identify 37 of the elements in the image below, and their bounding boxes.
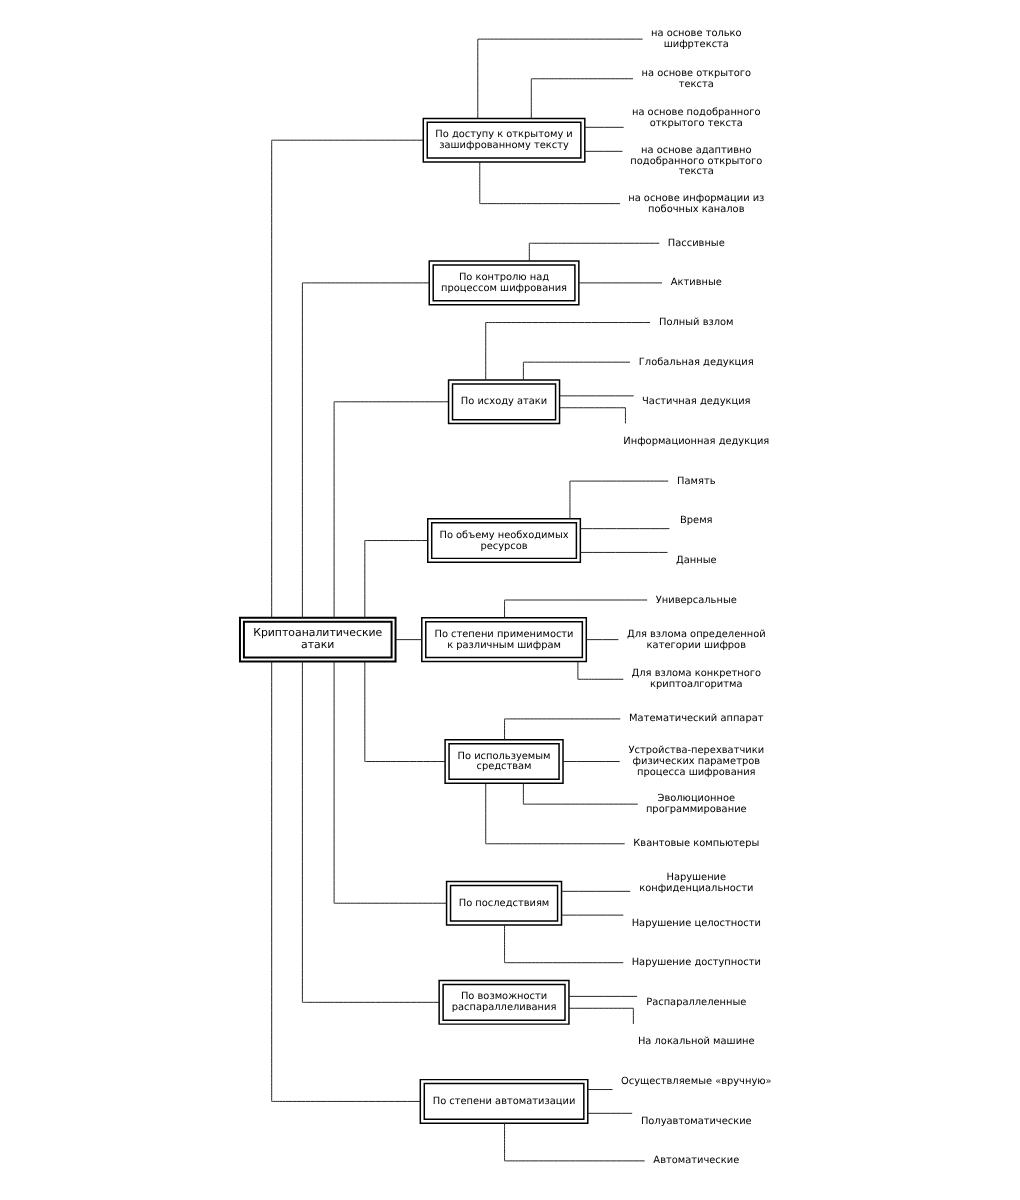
- connector: [577, 661, 624, 680]
- connector: [587, 1089, 613, 1091]
- connector: [485, 322, 651, 381]
- connector: [530, 78, 634, 119]
- connector: [504, 599, 648, 618]
- connector: [584, 126, 625, 128]
- connector: [301, 661, 440, 1003]
- connector: [333, 401, 449, 619]
- connector: [580, 551, 668, 553]
- connector: [561, 890, 631, 892]
- connector: [522, 782, 639, 805]
- connector: [504, 1122, 646, 1162]
- connector: [395, 639, 423, 641]
- connector: [584, 150, 623, 152]
- connector: [568, 995, 638, 997]
- connector: [528, 242, 660, 262]
- connector: [562, 761, 621, 763]
- connector: [477, 38, 644, 119]
- connector: [301, 282, 430, 619]
- connector: [504, 924, 624, 964]
- connector: [364, 661, 446, 763]
- connector: [568, 1007, 634, 1025]
- connector: [333, 661, 447, 904]
- connector: [479, 161, 621, 205]
- connector: [485, 783, 626, 845]
- connector: [559, 395, 635, 397]
- connector: [522, 361, 631, 381]
- connector: [569, 480, 669, 520]
- connector: [587, 1112, 633, 1114]
- connector: [561, 914, 624, 916]
- connector: [580, 528, 670, 530]
- connector: [271, 139, 424, 619]
- connector: [271, 661, 421, 1102]
- connector: [559, 407, 626, 424]
- connector: [364, 540, 428, 619]
- connector: [585, 639, 619, 641]
- connector: [578, 282, 663, 284]
